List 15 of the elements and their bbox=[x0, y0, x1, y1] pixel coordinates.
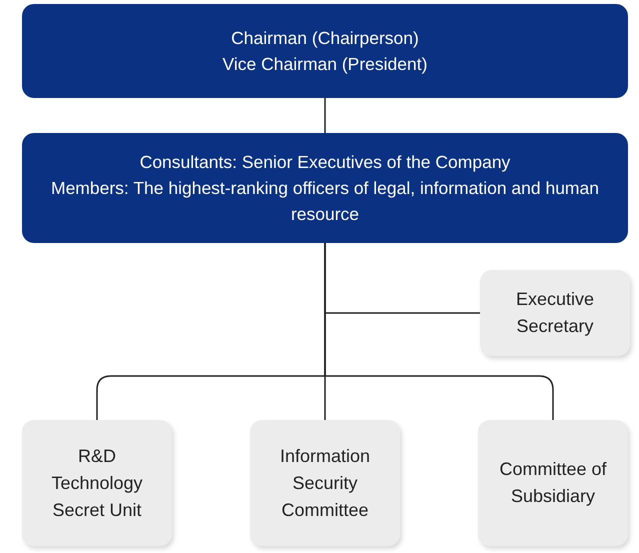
box-text: Committee of Subsidiary bbox=[498, 458, 608, 508]
box-text: R&D Technology Secret Unit bbox=[50, 444, 144, 522]
unit-box bbox=[250, 420, 400, 546]
unit-box bbox=[22, 420, 172, 546]
box-text: Executive Secretary bbox=[514, 288, 596, 338]
box-text: Members: The highest-ranking officers of legal, information and human resource bbox=[50, 176, 600, 226]
connector-line bbox=[324, 98, 326, 133]
box-text: Information Security Committee bbox=[278, 444, 372, 522]
box-text: Vice Chairman (President) bbox=[222, 53, 428, 76]
box-text: Consultants: Senior Executives of the Company bbox=[140, 150, 510, 174]
unit-box bbox=[480, 270, 630, 356]
box-text: Chairman (Chairperson) bbox=[231, 26, 419, 50]
unit-box bbox=[478, 420, 628, 546]
leadership-box bbox=[22, 4, 628, 98]
leadership-box bbox=[22, 133, 628, 243]
